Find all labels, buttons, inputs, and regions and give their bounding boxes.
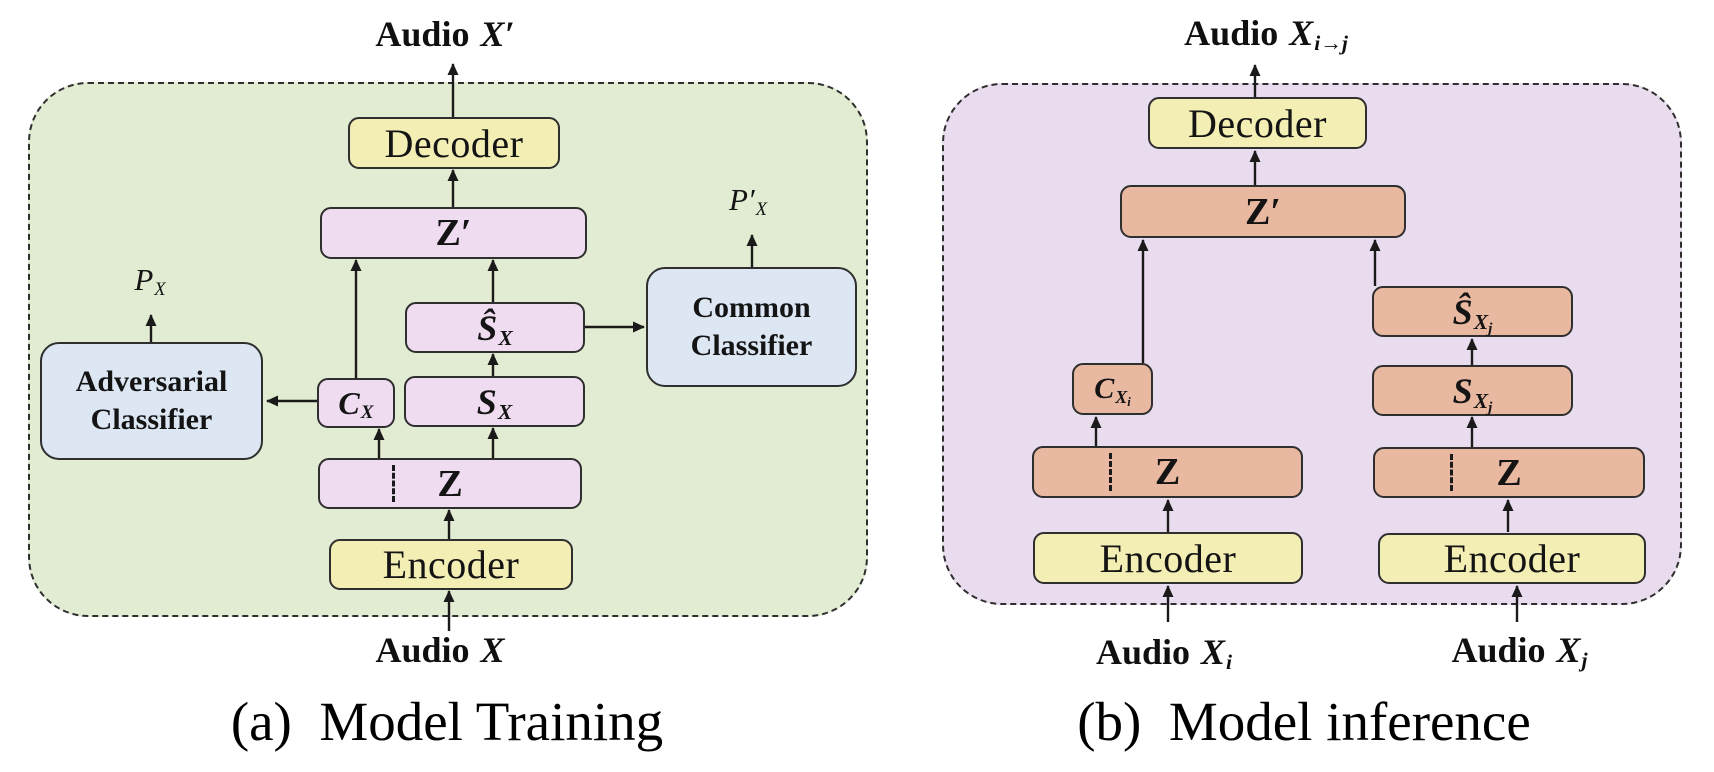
s-x-j-label: SXj <box>1452 370 1493 416</box>
s-x-box: SX <box>404 376 585 427</box>
p-x-label: PX <box>134 262 166 300</box>
c-x-box: CX <box>317 378 395 428</box>
z-a-label: Z <box>437 462 463 505</box>
inference-panel-background <box>942 83 1682 605</box>
z-b-right-box: Z <box>1373 447 1645 498</box>
s-hat-x-box: ŜX <box>405 302 585 353</box>
z-prime-a-box: Z′ <box>320 207 587 259</box>
encoder-b-right-box: Encoder <box>1378 533 1646 584</box>
s-x-j-box: SXj <box>1372 365 1573 416</box>
adversarial-classifier-label: Adversarial Classifier <box>75 364 228 436</box>
z-prime-b-label: Z′ <box>1244 190 1282 233</box>
z-a-box: Z <box>318 458 582 509</box>
z-b-left-label: Z <box>1154 451 1181 493</box>
adversarial-classifier-box: Adversarial Classifier <box>40 342 263 460</box>
decoder-a-label: Decoder <box>384 120 524 166</box>
latent-split-dashed-line <box>1109 453 1112 491</box>
s-x-label: SX <box>476 381 513 424</box>
z-prime-b-box: Z′ <box>1120 185 1406 238</box>
caption-a: (a) Model Training <box>230 691 664 752</box>
encoder-a-box: Encoder <box>329 539 573 590</box>
caption-b: (b) Model inference <box>1077 691 1531 752</box>
encoder-b-left-box: Encoder <box>1033 532 1303 584</box>
encoder-b-left-label: Encoder <box>1099 535 1237 581</box>
common-classifier-label: Common Classifier <box>690 290 813 362</box>
c-x-i-box: CXi <box>1072 363 1153 415</box>
s-hat-x-j-label: ŜXj <box>1452 291 1493 337</box>
decoder-b-label: Decoder <box>1188 100 1327 146</box>
z-b-right-label: Z <box>1496 451 1522 494</box>
s-hat-x-j-box: ŜXj <box>1372 286 1573 337</box>
encoder-b-right-label: Encoder <box>1443 536 1581 581</box>
decoder-a-box: Decoder <box>348 117 560 169</box>
common-classifier-box: Common Classifier <box>646 267 857 387</box>
p-prime-x-label: P′X <box>728 182 768 220</box>
z-prime-a-label: Z′ <box>435 212 472 254</box>
c-x-label: CX <box>338 384 374 424</box>
s-hat-x-label: ŜX <box>477 307 513 350</box>
latent-split-dashed-line <box>1450 454 1453 491</box>
z-b-left-box: Z <box>1032 446 1303 498</box>
encoder-a-label: Encoder <box>382 542 520 587</box>
decoder-b-box: Decoder <box>1148 97 1367 149</box>
latent-split-dashed-line <box>392 465 395 502</box>
c-x-i-label: CXi <box>1094 372 1131 409</box>
